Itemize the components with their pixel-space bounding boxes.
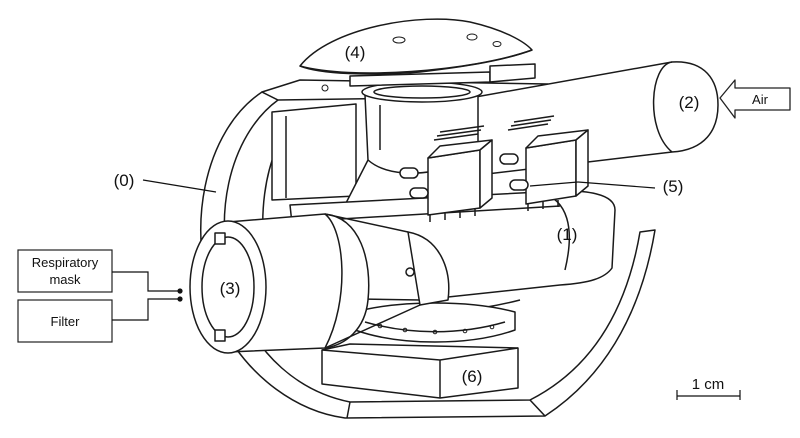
filter-box: Filter bbox=[17, 299, 113, 343]
filter-label: Filter bbox=[51, 314, 81, 329]
respiratory-mask-label-line2: mask bbox=[49, 272, 81, 287]
sensor-left bbox=[399, 125, 493, 222]
label-mouthpiece-3: (3) bbox=[220, 279, 241, 298]
respiratory-mask-box: Respiratory mask bbox=[17, 249, 113, 293]
scale-bar: 1 cm bbox=[676, 376, 741, 400]
label-air-tube-2: (2) bbox=[679, 93, 700, 112]
base-block bbox=[321, 343, 519, 399]
sensor-right bbox=[499, 115, 589, 211]
label-cap-4: (4) bbox=[345, 43, 366, 62]
label-sensors-5: (5) bbox=[663, 177, 684, 196]
mouthpiece bbox=[189, 213, 450, 354]
scale-bar-label: 1 cm bbox=[692, 376, 725, 393]
air-label: Air bbox=[752, 92, 769, 107]
top-cap bbox=[299, 18, 536, 87]
leader-lines bbox=[142, 179, 656, 193]
label-frame-0: (0) bbox=[114, 171, 135, 190]
air-arrow: Air bbox=[719, 79, 791, 119]
back-panel bbox=[271, 103, 357, 201]
respiratory-mask-label-line1: Respiratory bbox=[32, 255, 99, 270]
label-base-6: (6) bbox=[462, 367, 483, 386]
label-chamber-1: (1) bbox=[557, 225, 578, 244]
box-connectors bbox=[112, 271, 183, 321]
